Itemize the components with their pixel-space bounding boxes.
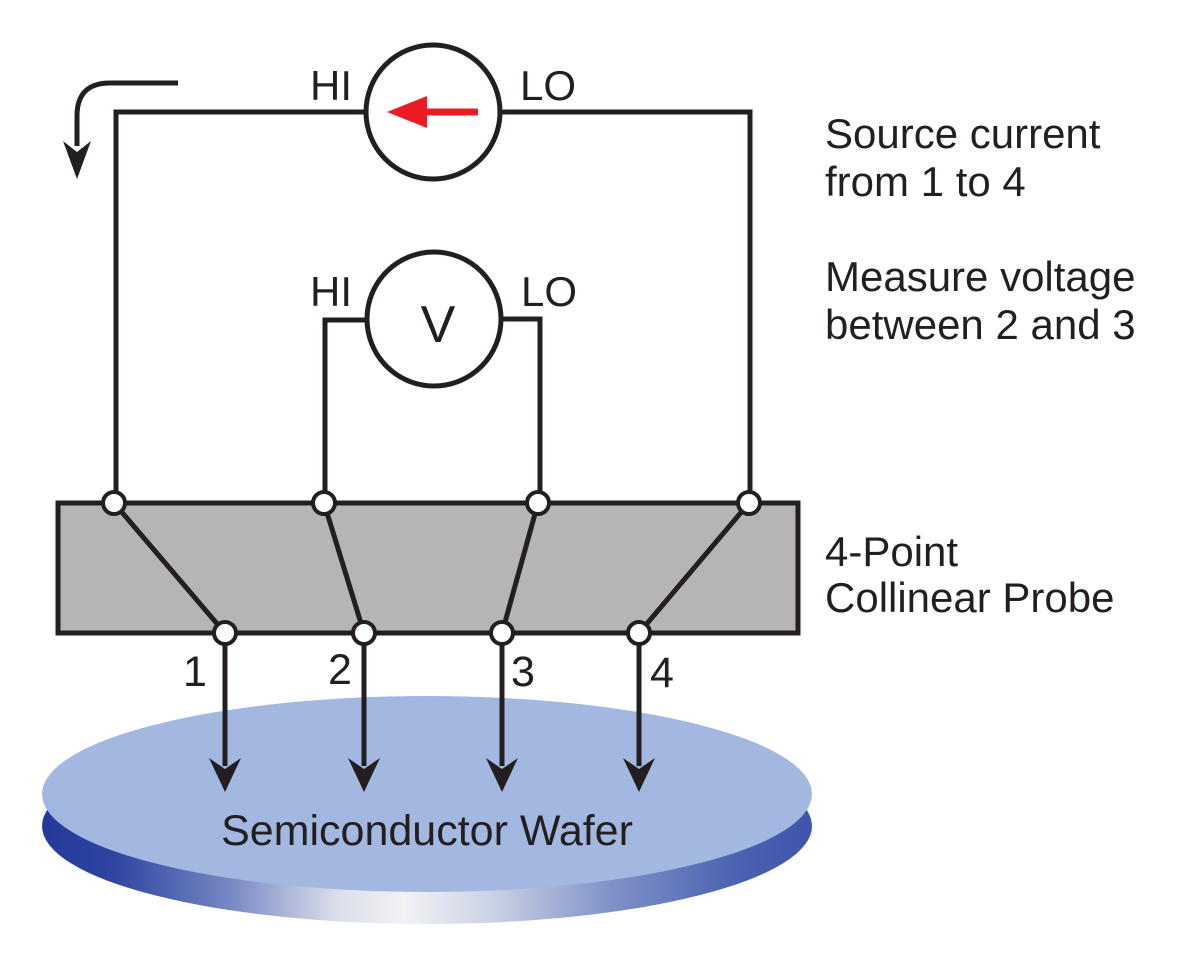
measure-voltage-note-line2: between 2 and 3 (825, 301, 1136, 348)
source-current-note: Source current from 1 to 4 (825, 110, 1101, 205)
wire-volt-left (322, 317, 368, 503)
voltmeter: V HI LO (310, 249, 577, 389)
measure-voltage-note: Measure voltage between 2 and 3 (825, 253, 1136, 348)
volt-lo-label: LO (521, 268, 577, 315)
probe-tip-arrow-icon (486, 758, 518, 792)
current-flow-arrow-icon (63, 80, 178, 179)
probe-label-line1: 4-Point (825, 528, 958, 575)
probe-internal-leads (112, 501, 751, 635)
probe-internal-lead (112, 501, 227, 635)
wafer: Semiconductor Wafer (42, 696, 812, 924)
probe-number-4: 4 (650, 649, 674, 697)
source-hi-label: HI (310, 62, 352, 109)
probe-needles: 1 2 3 4 (183, 644, 674, 792)
wire-source-right (500, 109, 753, 503)
wire-volt-right (500, 316, 543, 503)
probe-number-1: 1 (183, 648, 207, 696)
wiring (113, 109, 753, 503)
wire-source-left (113, 109, 366, 503)
source-current-note-line1: Source current (825, 110, 1101, 157)
source-lo-label: LO (520, 62, 576, 109)
probe-tip-arrow-icon (623, 758, 655, 792)
probe-label: 4-Point Collinear Probe (825, 528, 1115, 621)
wafer-top-surface (42, 696, 812, 892)
probe-number-3: 3 (511, 648, 535, 696)
connection-dot (525, 490, 551, 516)
current-source-meter: HI LO (310, 42, 576, 182)
connection-dot (489, 620, 515, 646)
probe-internal-lead (499, 502, 541, 634)
probe-tip-arrow-icon (348, 758, 380, 792)
connection-dot (351, 620, 377, 646)
measure-voltage-note-line1: Measure voltage (825, 253, 1136, 300)
wafer-label: Semiconductor Wafer (221, 807, 633, 855)
connection-dot (736, 490, 762, 516)
current-direction-arrow-icon (387, 96, 478, 128)
probe-number-2: 2 (328, 646, 352, 694)
probe-internal-lead (321, 502, 367, 634)
connection-dot (101, 490, 127, 516)
volt-hi-label: HI (310, 268, 352, 315)
connection-dot (212, 620, 238, 646)
voltmeter-circle (364, 249, 504, 389)
probe-label-line2: Collinear Probe (825, 574, 1115, 621)
connection-dot (311, 490, 337, 516)
connection-dot (626, 620, 652, 646)
probe-internal-lead (637, 501, 751, 635)
probe-tip-arrow-icon (209, 758, 241, 792)
source-current-note-line2: from 1 to 4 (825, 158, 1026, 205)
voltmeter-symbol: V (421, 296, 456, 354)
probe-bar (55, 490, 801, 646)
